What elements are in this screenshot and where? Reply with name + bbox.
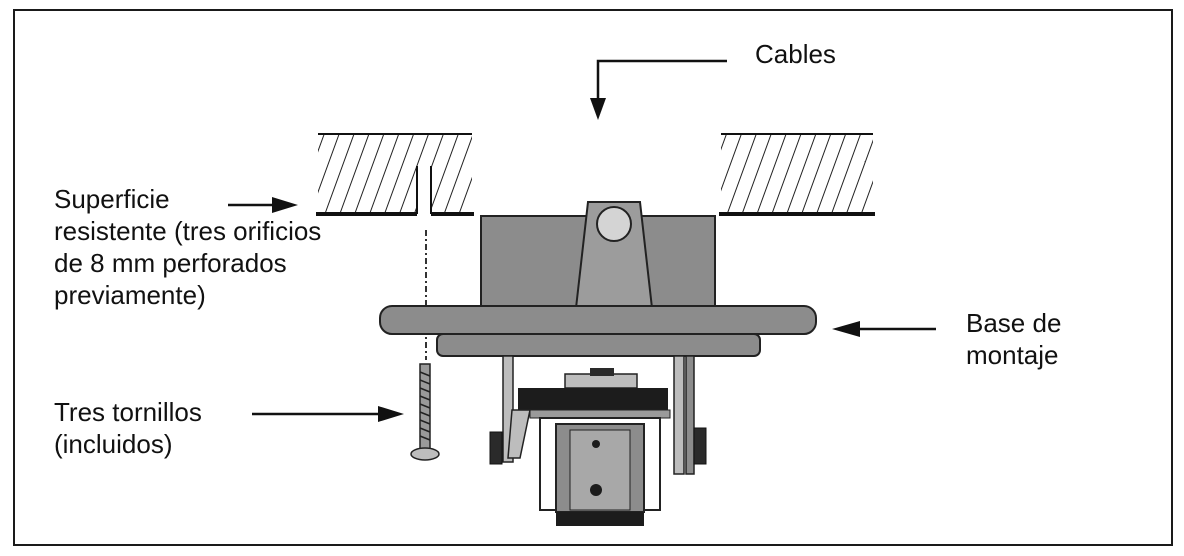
ceiling-slab-left [316, 133, 474, 216]
surface-label: Superficie resistente (tres orificios de… [54, 184, 322, 310]
screw-icon [410, 363, 440, 461]
camera-housing [489, 355, 707, 526]
diagram-frame [13, 9, 1173, 546]
arrow-cables [590, 59, 727, 120]
ceiling-slab-right [719, 133, 875, 216]
cables-label: Cables [755, 39, 836, 69]
screws-label: Tres tornillos (incluidos) [54, 397, 202, 459]
mount-base-plate [379, 305, 817, 357]
mount-top-block [480, 201, 716, 309]
arrow-mount-base [832, 321, 936, 337]
arrow-surface [228, 197, 298, 213]
mount-base-label: Base de montaje [966, 308, 1062, 370]
arrow-screws [252, 406, 404, 422]
